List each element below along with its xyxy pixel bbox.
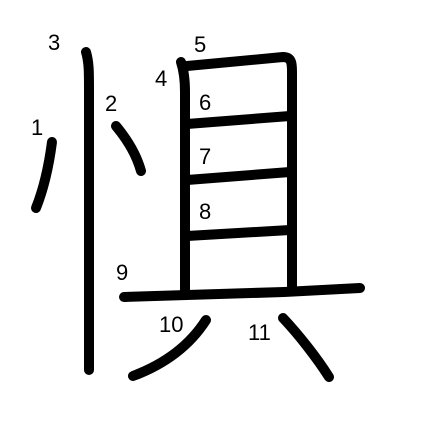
- stroke-2: [111, 121, 146, 176]
- stroke-number-1: 1: [31, 115, 43, 140]
- stroke-1: [31, 137, 57, 213]
- stroke-10: [128, 315, 211, 381]
- stroke-number-4: 4: [155, 66, 167, 91]
- stroke-number-7: 7: [199, 144, 211, 169]
- stroke-number-10: 10: [159, 312, 183, 337]
- stroke-number-2: 2: [105, 91, 117, 116]
- stroke-11: [278, 313, 334, 382]
- stroke-number-8: 8: [199, 199, 211, 224]
- stroke-8: [182, 225, 295, 241]
- stroke-7: [182, 167, 295, 185]
- stroke-5: [182, 52, 297, 291]
- stroke-number-3: 3: [48, 30, 60, 55]
- stroke-number-5: 5: [194, 32, 206, 57]
- stroke-4: [176, 57, 190, 297]
- stroke-3: [81, 47, 94, 375]
- stroke-number-11: 11: [248, 320, 271, 345]
- stroke-number-6: 6: [199, 90, 211, 115]
- stroke-number-group: 1 2 3 4 5 6 7 8 9 10 11: [31, 30, 271, 345]
- stroke-6: [182, 111, 295, 129]
- stroke-group: [31, 47, 365, 382]
- stroke-number-9: 9: [116, 260, 128, 285]
- stroke-9: [119, 283, 365, 302]
